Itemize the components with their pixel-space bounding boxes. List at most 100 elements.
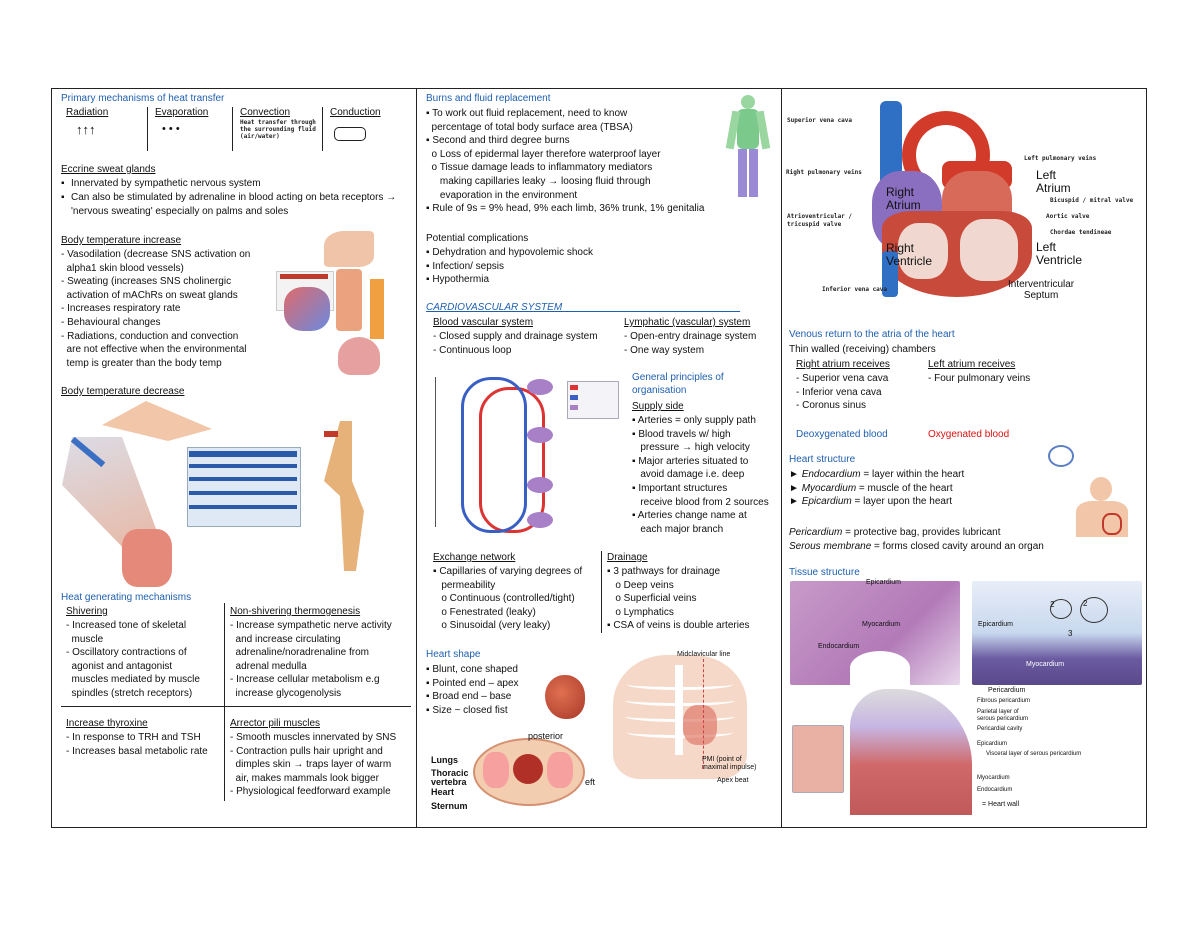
evaporation-drops-icon: • • •: [162, 123, 180, 135]
thermoregulation-figure: [276, 229, 414, 377]
body-temp-decrease-figure: [62, 399, 412, 589]
lungs-label: Lungs: [431, 755, 458, 765]
nonshiver-title: Non-shivering thermogenesis: [230, 606, 361, 617]
eccrine-item: ▪Innervated by sympathetic nervous syste…: [61, 178, 261, 189]
wall-visceral-label: Visceral layer of serous pericardium: [986, 751, 1082, 757]
ivc-label: Inferior vena cava: [822, 286, 888, 293]
heart-label: Heart: [431, 787, 455, 797]
wall-endocardium-label: Endocardium: [977, 787, 1013, 793]
supply-list: ▪ Arteries = only supply path ▪ Blood tr…: [632, 415, 769, 535]
pericardium-def: Pericardium = protective bag, provides l…: [789, 527, 1001, 538]
thorax-cross-section: [473, 734, 585, 806]
rib-cage-figure: [613, 655, 747, 779]
lymph-title: Lymphatic (vascular) system: [624, 317, 751, 328]
structure-title: Heart structure: [789, 454, 856, 465]
apex-beat-label: Apex beat: [717, 777, 749, 784]
venous-title: Venous return to the atria of the heart: [789, 329, 955, 340]
right-pulmonary-veins-label: Right pulmonary veins: [786, 169, 862, 176]
heart-wall-thumbnail: [792, 725, 844, 793]
heart-wall-figure: [850, 689, 972, 815]
exchange-title: Exchange network: [433, 552, 516, 563]
cv-title: CARDIOVASCULAR SYSTEM___________________…: [426, 302, 741, 313]
notes-page: Primary mechanisms of heat transfer Radi…: [51, 88, 1147, 828]
midclavicular-label: Midclavicular line: [677, 651, 731, 658]
convection-note: Heat transfer through the surrounding fl…: [240, 119, 316, 140]
evaporation-label: Evaporation: [155, 107, 209, 118]
tissue-epicardium-label-2: Epicardium: [978, 621, 1014, 628]
tissue-title: Tissue structure: [789, 567, 860, 578]
heart-wall-label: = Heart wall: [982, 801, 1020, 808]
burns-list: ▪ To work out fluid replacement, need to…: [426, 108, 705, 215]
blood-list: - Closed supply and drainage system - Co…: [433, 331, 598, 356]
drainage-title: Drainage: [607, 552, 648, 563]
shivering-title: Shivering: [66, 606, 108, 617]
general-title: General principles of organisation: [632, 372, 724, 396]
av-valve-label: Atrioventricular /tricuspid valve: [787, 213, 853, 228]
tissue-myocardium-label: Myocardium: [862, 621, 901, 628]
wall-myocardium-label: Myocardium: [977, 775, 1010, 781]
wall-epicardium-label: Epicardium: [977, 741, 1008, 747]
left-label: eft: [585, 777, 596, 787]
burns-title: Burns and fluid replacement: [426, 93, 551, 104]
aorta-label: Aorta: [990, 133, 1009, 140]
eccrine-title: Eccrine sweat glands: [61, 164, 156, 175]
tissue-myocardium-label-2: Myocardium: [1026, 661, 1065, 668]
left-receives-list: - Four pulmonary veins: [928, 373, 1031, 384]
pericardium-figure: [1044, 441, 1140, 537]
tissue-endocardium-label: Endocardium: [818, 643, 860, 650]
eccrine-item: 'nervous sweating' especially on palms a…: [71, 206, 289, 217]
radiation-arrows-icon: ↑↑↑: [76, 122, 96, 137]
conduction-icon: [334, 127, 366, 141]
circulation-diagram: [423, 367, 623, 537]
bicuspid-valve-label: Bicuspid / mitral valve: [1050, 197, 1134, 204]
wall-fibrous-label: Fibrous pericardium: [977, 698, 1031, 704]
exchange-list: ▪ Capillaries of varying degrees of perm…: [433, 566, 583, 632]
histology-image-2: [972, 581, 1142, 685]
rule-of-nines-figure: [705, 93, 777, 201]
drainage-list: ▪ 3 pathways for drainage o Deep veins o…: [607, 566, 750, 632]
supply-title: Supply side: [632, 401, 684, 412]
decrease-title: Body temperature decrease: [61, 386, 185, 397]
potential-title: Potential complications: [426, 233, 529, 244]
svc-label: Superior vena cava: [787, 117, 853, 124]
blood-title: Blood vascular system: [433, 317, 534, 328]
eccrine-item: ▪Can also be stimulated by adrenaline in…: [61, 192, 397, 203]
thyroxine-list: - In response to TRH and TSH - Increases…: [66, 732, 208, 757]
wall-pericardium-label: Pericardium: [988, 687, 1026, 694]
right-receives-title: Right atrium receives: [796, 359, 890, 370]
structure-list: ► Endocardium = layer within the heart ►…: [789, 469, 965, 508]
thin-walled-text: Thin walled (receiving) chambers: [789, 344, 936, 355]
column-cardiovascular: Burns and fluid replacement ▪ To work ou…: [417, 89, 782, 827]
heartshape-list: ▪ Blunt, cone shaped ▪ Pointed end – ape…: [426, 664, 519, 716]
increase-list: - Vasodilation (decrease SNS activation …: [61, 249, 251, 369]
tissue-epicardium-label: Epicardium: [866, 579, 902, 586]
tissue-num-2b: 2: [1083, 599, 1088, 608]
tissue-num-2a: 2: [1050, 600, 1055, 609]
increase-title: Body temperature increase: [61, 235, 182, 246]
arrector-list: - Smooth muscles innervated by SNS - Con…: [230, 732, 397, 798]
lymph-list: - Open-entry drainage system - One way s…: [624, 331, 757, 356]
potential-list: ▪ Dehydration and hypovolemic shock ▪ In…: [426, 247, 593, 286]
thyroxine-title: Increase thyroxine: [66, 718, 148, 729]
left-receives-title: Left atrium receives: [928, 359, 1016, 370]
nonshiver-list: - Increase sympathetic nerve activity an…: [230, 620, 392, 699]
sternum-label: Sternum: [431, 801, 468, 811]
tissue-num-3: 3: [1068, 629, 1073, 638]
wall-cavity-label: Pericardial cavity: [977, 726, 1023, 732]
right-receives-list: - Superior vena cava - Inferior vena cav…: [796, 373, 889, 412]
column-thermoregulation: Primary mechanisms of heat transfer Radi…: [52, 89, 417, 827]
oxygenated-label: Oxygenated blood: [928, 429, 1010, 440]
histology-image-1: [790, 581, 960, 685]
radiation-label: Radiation: [66, 107, 109, 118]
conduction-label: Conduction: [330, 107, 381, 118]
arrector-title: Arrector pili muscles: [230, 718, 321, 729]
convection-label: Convection: [240, 107, 291, 118]
